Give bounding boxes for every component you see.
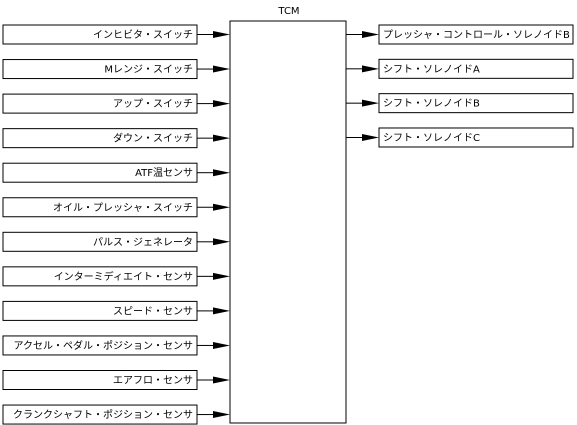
output-row: プレッシャ・コントロール・ソレノイドB: [346, 24, 574, 45]
input-label: エアフロ・センサ: [113, 375, 193, 387]
output-label: シフト・ソレノイドB: [383, 99, 480, 110]
output-label: シフト・ソレノイドC: [383, 133, 480, 144]
output-label: プレッシャ・コントロール・ソレノイドB: [383, 29, 570, 41]
arrowhead-icon: [213, 134, 230, 142]
input-row: クランクシャフト・ポジション・センサ: [2, 404, 230, 425]
input-row: ダウン・スイッチ: [2, 128, 230, 149]
arrowhead-icon: [213, 100, 230, 108]
output-box: [378, 58, 574, 79]
input-label: パルス・ジェネレータ: [93, 236, 193, 248]
input-row: インターミディエイト・センサ: [2, 266, 230, 287]
output-box: [378, 24, 574, 45]
input-row: アップ・スイッチ: [2, 93, 230, 114]
input-row: ATF温センサ: [2, 162, 230, 183]
arrowhead-icon: [213, 203, 230, 211]
arrowhead-icon: [213, 307, 230, 315]
arrowhead-icon: [213, 169, 230, 177]
output-signals: プレッシャ・コントロール・ソレノイドB シフト・ソレノイドA シフト・ソレノイドB シ…: [346, 24, 574, 148]
arrowhead-icon: [213, 411, 230, 419]
input-row: エアフロ・センサ: [2, 370, 230, 390]
input-row: オイル・プレッシャ・スイッチ: [2, 197, 230, 218]
input-row: Mレンジ・スイッチ: [2, 59, 230, 80]
input-row: アクセル・ペダル・ポジション・センサ: [2, 335, 230, 356]
input-label: ダウン・スイッチ: [113, 132, 193, 145]
input-label: スピード・センサ: [113, 305, 193, 317]
input-label: Mレンジ・スイッチ: [104, 64, 193, 76]
arrowhead-icon: [362, 99, 379, 107]
tcm-box: [229, 20, 347, 424]
arrowhead-icon: [213, 238, 230, 246]
input-label: インヒビタ・スイッチ: [93, 29, 193, 41]
arrowhead-icon: [213, 65, 230, 73]
output-row: シフト・ソレノイドB: [346, 93, 574, 114]
output-label: シフト・ソレノイドA: [383, 64, 480, 75]
arrowhead-icon: [213, 272, 230, 280]
input-row: インヒビタ・スイッチ: [2, 24, 230, 45]
output-row: シフト・ソレノイドA: [346, 58, 574, 79]
arrowhead-icon: [362, 31, 379, 38]
output-box: [378, 93, 574, 114]
arrowhead-icon: [362, 133, 379, 141]
output-box: [378, 127, 574, 148]
input-label: クランクシャフト・ポジション・センサ: [13, 409, 193, 421]
arrowhead-icon: [213, 341, 230, 349]
input-label: アップ・スイッチ: [113, 98, 193, 110]
input-row: スピード・センサ: [2, 300, 230, 321]
tcm-title: TCM: [277, 6, 299, 17]
arrowhead-icon: [213, 31, 230, 38]
arrowhead-icon: [213, 376, 230, 384]
output-row: シフト・ソレノイドC: [346, 127, 574, 148]
input-label: ATF温センサ: [135, 167, 193, 179]
input-row: パルス・ジェネレータ: [2, 231, 230, 252]
input-label: インターミディエイト・センサ: [54, 270, 193, 283]
arrowhead-icon: [362, 65, 379, 73]
input-label: アクセル・ペダル・ポジション・センサ: [14, 339, 194, 352]
input-label: オイル・プレッシャ・スイッチ: [53, 202, 193, 214]
